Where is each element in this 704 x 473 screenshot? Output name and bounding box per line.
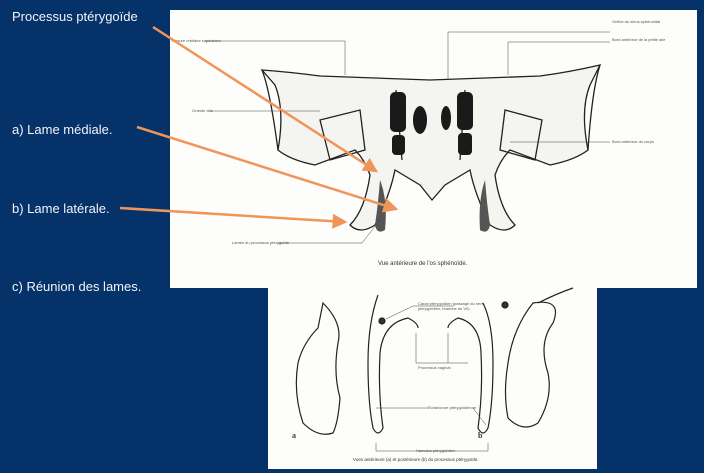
label-b: b xyxy=(478,431,483,440)
item-lame-laterale: b) Lame latérale. xyxy=(12,201,110,216)
label-canal-pterygoidien: Canal ptérygoïdien (passage du nerf ptér… xyxy=(418,301,483,311)
label-processus-vaginal: Processus vaginal xyxy=(418,365,451,370)
label-fissure-orbitaire: Fissure orbitaire supérieure xyxy=(172,38,221,43)
label-bord-corps: Bord antérieur du corps xyxy=(612,139,654,144)
label-orifice-sinus: Orifice du sinus sphénoïdal xyxy=(612,19,661,24)
label-hamulus: Hamulus ptérygoïdien xyxy=(416,448,455,453)
label-lames: Lames du processus ptérygoïde xyxy=(232,240,289,245)
label-bord-petite-aile: Bord antérieur de la petite aile xyxy=(612,37,666,42)
item-lame-mediale: a) Lame médiale. xyxy=(12,122,113,137)
pterygoid-drawing xyxy=(295,287,574,452)
item-reunion-lames: c) Réunion des lames. xyxy=(12,279,142,294)
caption-top: Vue antérieure de l'os sphénoïde. xyxy=(378,261,468,267)
sphenoid-drawing xyxy=(205,31,610,244)
label-grande-aile: Grande aile xyxy=(192,108,213,113)
slide-title: Processus ptérygoïde xyxy=(12,9,138,24)
sphenoid-anterior-view-figure: Fissure orbitaire supérieure Grande aile… xyxy=(170,10,697,288)
caption-bottom: Vues antérieure (a) et postérieure (b) d… xyxy=(353,457,479,462)
label-a: a xyxy=(292,431,296,440)
pterygoid-process-figure: Canal ptérygoïdien (passage du nerf ptér… xyxy=(268,283,597,469)
label-echancrure: Échancrure ptérygoïdienne xyxy=(428,405,477,410)
